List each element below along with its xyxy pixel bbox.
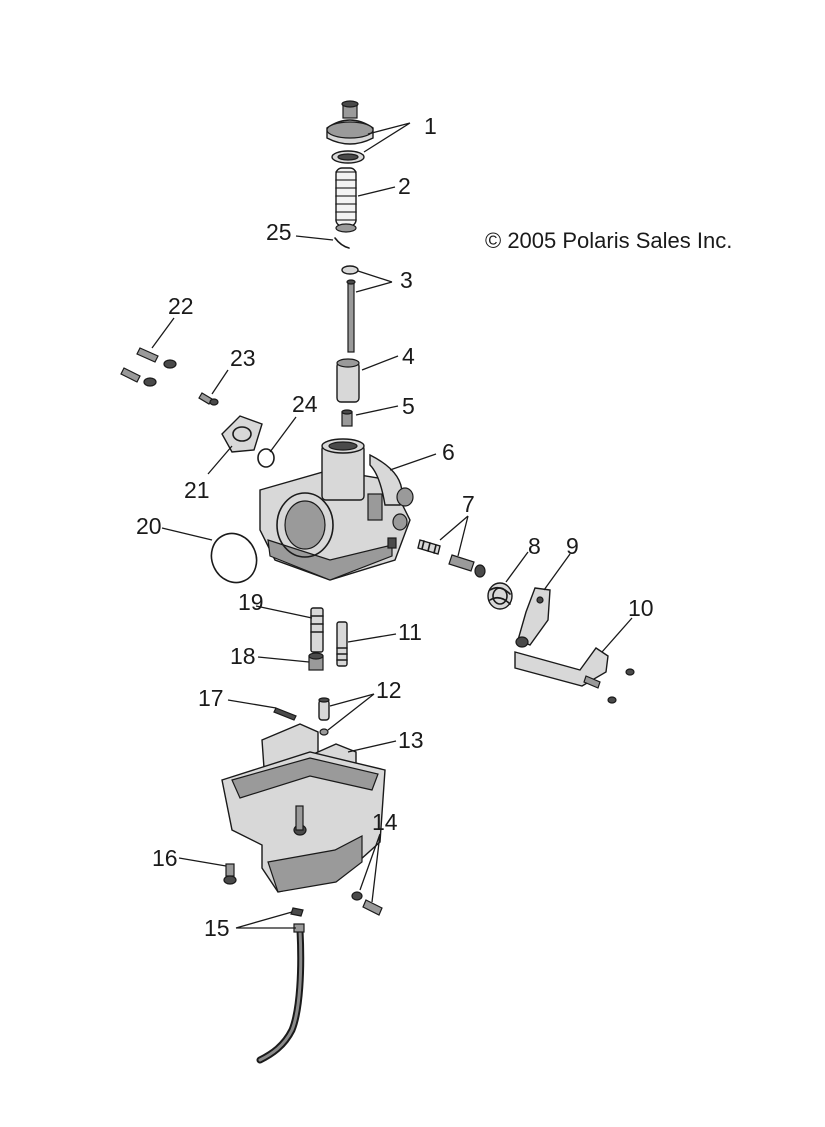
callout-11: 11 [398,619,422,645]
callout-22: 22 [168,293,194,319]
callout-8: 8 [528,533,541,559]
callout-4: 4 [402,343,415,369]
part-15-drain-hose [256,907,305,1064]
callout-5: 5 [402,393,415,419]
part-22-screw-set [120,347,177,387]
part-16-bowl-screw [223,863,237,885]
callout-10: 10 [628,595,654,621]
callout-25: 25 [266,219,292,245]
callout-21: 21 [184,477,210,503]
callout-14: 14 [372,809,398,835]
callout-24: 24 [292,391,318,417]
part-2-spring [335,167,357,233]
part-9-throttle-lever [515,587,551,648]
callout-13: 13 [398,727,424,753]
part-17-float-pin [273,707,297,721]
part-20-gasket-ring [210,532,258,584]
part-23-screw [198,392,219,406]
part-3-needle [341,265,359,353]
callout-2: 2 [398,173,411,199]
copyright-text: © 2005 Polaris Sales Inc. [485,228,732,253]
part-8-spring [487,582,513,610]
callout-19: 19 [238,589,264,615]
part-24-o-ring [257,448,275,468]
callout-16: 16 [152,845,178,871]
callout-6: 6 [442,439,455,465]
part-21-flange-gasket [221,415,263,453]
part-18-main-jet [308,652,324,671]
callout-labels: 1 2 25 3 22 23 4 5 24 21 6 20 7 8 9 19 1… [136,113,654,941]
part-7-idle-screw [417,539,486,578]
callout-3: 3 [400,267,413,293]
callout-17: 17 [198,685,224,711]
callout-15: 15 [204,915,230,941]
part-12-needle-valve [318,697,330,736]
part-4-throttle-slide [336,358,360,403]
callout-1: 1 [424,113,437,139]
part-25-clip [334,237,350,249]
part-14-drain-screw [351,891,383,916]
part-19-jet-holder [310,607,324,653]
part-5-jet [341,409,353,427]
part-11-pilot-jet [336,621,348,667]
callout-12: 12 [376,677,402,703]
leader-lines [151,122,633,929]
part-10-bracket [514,647,635,704]
float-bowl [221,751,386,893]
callout-18: 18 [230,643,256,669]
callout-9: 9 [566,533,579,559]
part-1-top-cap [326,100,374,164]
part-6-carburetor-body [259,438,414,581]
callout-20: 20 [136,513,162,539]
callout-7: 7 [462,491,475,517]
callout-23: 23 [230,345,256,371]
